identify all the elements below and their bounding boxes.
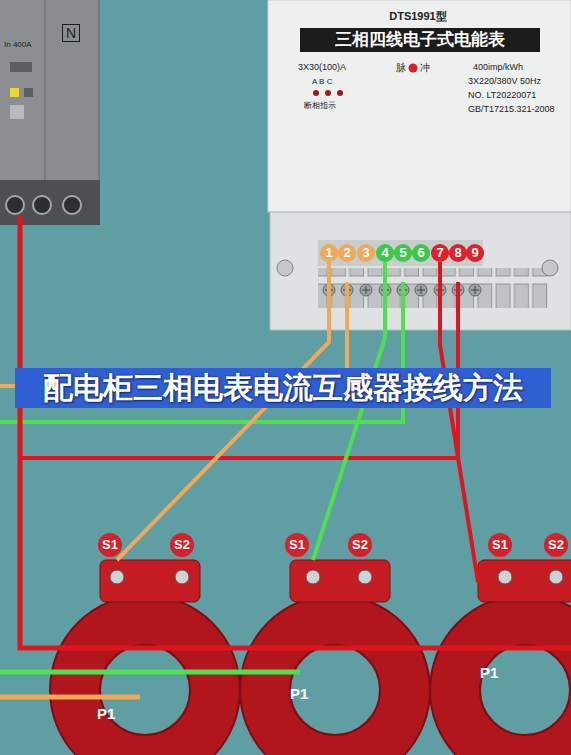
terminal-screw xyxy=(360,284,372,296)
ct-secondary-wire xyxy=(440,262,478,582)
terminal-number: 6 xyxy=(412,244,430,262)
terminal-number: 9 xyxy=(466,244,484,262)
terminal-number: 2 xyxy=(338,244,356,262)
phase-conductor xyxy=(20,215,571,648)
title-band: 配电柜三相电表电流互感器接线方法 xyxy=(15,368,551,408)
terminal-badge: S1 xyxy=(285,533,309,557)
ct-secondary-wire xyxy=(313,262,385,560)
circuit-breaker-box: In 400A N xyxy=(0,0,100,225)
terminal-screw xyxy=(415,284,427,296)
terminal-label: 9 xyxy=(466,244,484,262)
current-transformer xyxy=(430,560,571,755)
terminal-label: 2 xyxy=(338,244,356,262)
current-transformer xyxy=(50,560,240,755)
ct-head: S1S2P1 xyxy=(100,560,200,602)
terminal-badge: S1 xyxy=(98,533,122,557)
energy-meter xyxy=(268,0,571,330)
primary-mark: P1 xyxy=(290,685,308,702)
terminal-number: 5 xyxy=(394,244,412,262)
energy-meter-box: DTS1991型三相四线电子式电能表 3X30(100)A 脉冲 400imp/kWh… xyxy=(268,0,571,330)
ct-secondary-wire xyxy=(117,262,329,560)
terminal-label: 7 xyxy=(431,244,449,262)
primary-mark: P1 xyxy=(97,705,115,722)
terminal-screw xyxy=(469,284,481,296)
rating-label: In 400A xyxy=(4,40,32,49)
terminal-badge: S2 xyxy=(544,533,568,557)
primary-mark: P1 xyxy=(480,664,498,681)
terminal-label: 3 xyxy=(357,244,375,262)
terminal-number: 3 xyxy=(357,244,375,262)
terminal-label: 8 xyxy=(449,244,467,262)
terminal-number: 4 xyxy=(376,244,394,262)
phase-conductor xyxy=(0,670,300,675)
phase-conductor xyxy=(0,695,140,700)
meter-label: 三相四线电子式电能表 xyxy=(300,29,540,51)
neutral-label: N xyxy=(62,24,80,42)
terminal-label: 1 xyxy=(320,244,338,262)
terminal-badge: S2 xyxy=(348,533,372,557)
meter-label: 脉 xyxy=(396,61,406,75)
meter-label: 3X220/380V 50Hz xyxy=(468,76,541,86)
terminal-number: 1 xyxy=(320,244,338,262)
terminal-badge: S1 xyxy=(488,533,512,557)
terminal-label: 5 xyxy=(394,244,412,262)
current-transformer xyxy=(240,560,430,755)
title: 配电柜三相电表电流互感器接线方法 xyxy=(43,371,523,404)
ct-head: S1S2P1 xyxy=(290,560,390,602)
circuit-breaker xyxy=(0,0,100,225)
meter-label: 400imp/kWh xyxy=(473,62,523,72)
ct-head: S1S2P1 xyxy=(478,560,571,602)
meter-label: NO. LT20220071 xyxy=(468,90,536,100)
meter-label: 冲 xyxy=(420,61,430,75)
terminal-label: 4 xyxy=(376,244,394,262)
terminal-number: 8 xyxy=(449,244,467,262)
meter-label: DTS1991型 xyxy=(368,9,468,24)
terminal-label: 6 xyxy=(412,244,430,262)
meter-label: 3X30(100)A xyxy=(298,62,346,72)
meter-label: GB/T17215.321-2008 xyxy=(468,104,555,114)
meter-label: 断相指示 xyxy=(304,100,336,111)
terminal-number: 7 xyxy=(431,244,449,262)
meter-label: A B C xyxy=(312,77,332,86)
terminal-badge: S2 xyxy=(170,533,194,557)
